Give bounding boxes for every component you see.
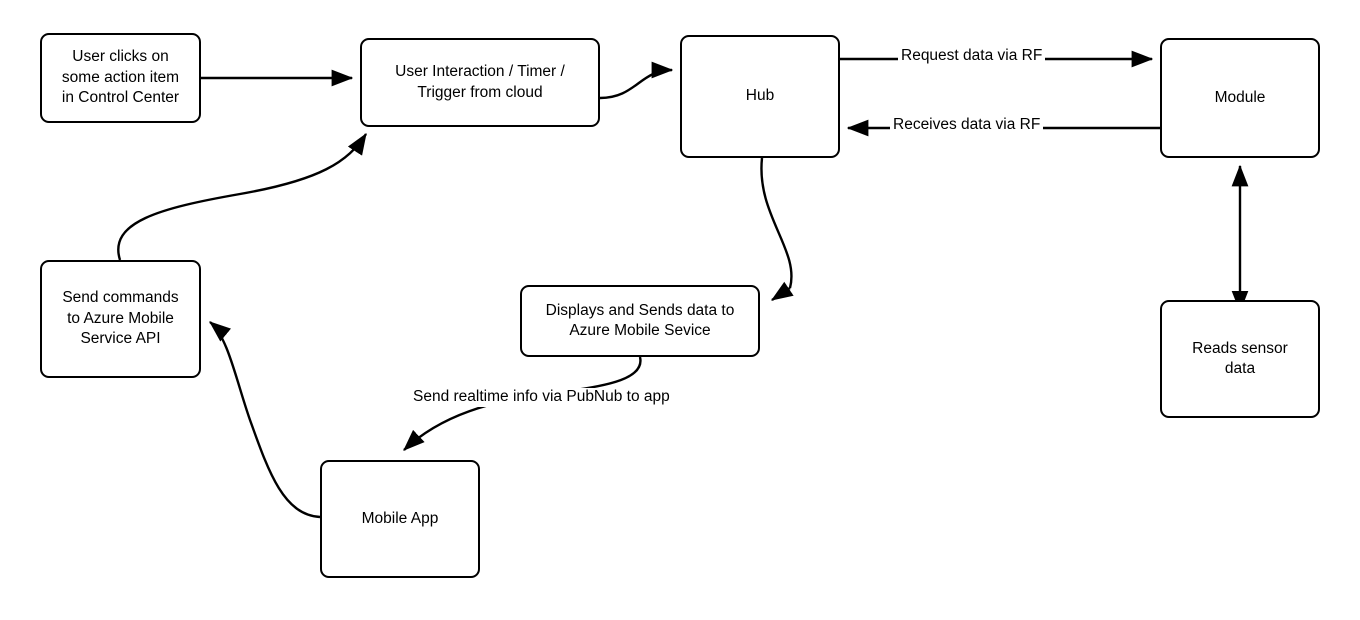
edge-hub-to-displays-tip bbox=[771, 281, 794, 301]
node-module[interactable]: Module bbox=[1160, 38, 1320, 158]
edge-mobile-app-to-commands bbox=[209, 321, 321, 519]
node-hub[interactable]: Hub bbox=[680, 35, 840, 158]
node-mobile-app-label: Mobile App bbox=[361, 509, 439, 527]
node-hub-label: Hub bbox=[745, 87, 775, 105]
node-user-clicks-label: User clicks on some action item in Contr… bbox=[61, 48, 180, 107]
node-mobile-app[interactable]: Mobile App bbox=[320, 460, 480, 578]
node-send-commands[interactable]: Send commands to Azure Mobile Service AP… bbox=[40, 260, 201, 378]
node-user-clicks[interactable]: User clicks on some action item in Contr… bbox=[40, 33, 201, 123]
edge-label-request-data-via-rf: Request data via RF bbox=[898, 47, 1046, 66]
edge-label-receives-data-via-rf: Receives data via RF bbox=[890, 116, 1044, 135]
edge-hub-to-displays bbox=[760, 157, 793, 289]
edge-interaction-to-hub bbox=[599, 61, 674, 100]
node-reads-sensor-data-label: Reads sensor data bbox=[1192, 339, 1288, 377]
node-reads-sensor-data[interactable]: Reads sensor data bbox=[1160, 300, 1320, 418]
edge-label-pubnub-realtime: Send realtime info via PubNub to app bbox=[410, 388, 673, 407]
node-send-commands-label: Send commands to Azure Mobile Service AP… bbox=[62, 289, 179, 348]
node-displays-sends-label: Displays and Sends data to Azure Mobile … bbox=[545, 301, 735, 339]
edge-commands-to-interaction bbox=[117, 132, 368, 261]
node-user-interaction-label: User Interaction / Timer / Trigger from … bbox=[395, 63, 565, 101]
node-module-label: Module bbox=[1214, 88, 1266, 106]
node-displays-sends[interactable]: Displays and Sends data to Azure Mobile … bbox=[520, 285, 760, 357]
node-user-interaction[interactable]: User Interaction / Timer / Trigger from … bbox=[360, 38, 600, 127]
